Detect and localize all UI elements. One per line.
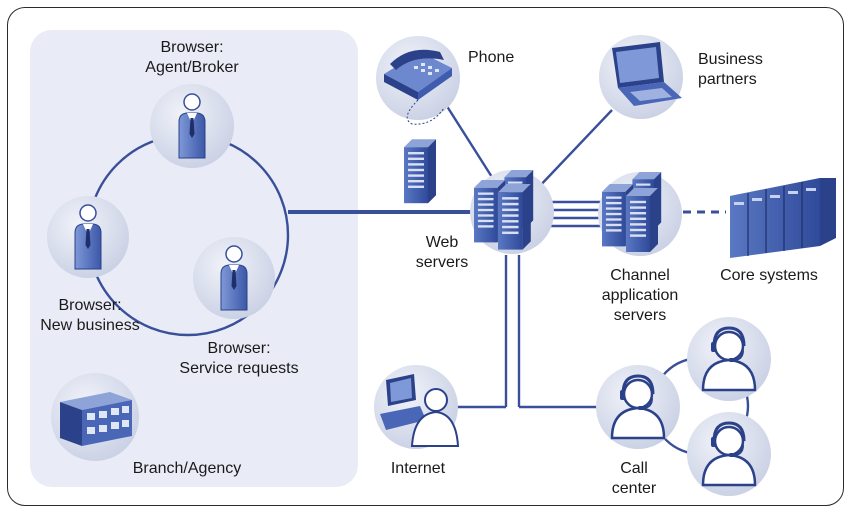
building-icon xyxy=(60,392,132,446)
label-web-servers: Web servers xyxy=(415,234,469,271)
mainframe-icon xyxy=(730,178,836,258)
call-center-node xyxy=(596,365,680,449)
label-phone: Phone xyxy=(468,49,515,66)
server-icon xyxy=(404,139,436,204)
phone-icon xyxy=(384,49,452,125)
phone-node xyxy=(376,36,460,125)
web-servers-node xyxy=(404,139,554,254)
link-phone-web xyxy=(441,99,499,186)
label-internet: Internet xyxy=(390,460,446,477)
channel-servers-node xyxy=(598,172,682,256)
computer-user-icon xyxy=(380,374,460,447)
new-business-node xyxy=(47,196,129,278)
call-agent-top xyxy=(687,317,771,401)
branch-node xyxy=(51,373,139,461)
core-systems-node xyxy=(730,178,836,258)
service-requests-node xyxy=(193,237,275,319)
office-panel xyxy=(30,30,358,487)
server-icon xyxy=(602,172,662,252)
agent-broker-node xyxy=(150,84,234,168)
label-core-systems: Core systems xyxy=(720,267,818,284)
label-service-requests: Browser: Service requests xyxy=(179,340,299,377)
label-channel-servers: Channel application servers xyxy=(601,267,679,324)
laptop-icon xyxy=(612,42,682,106)
label-branch-agency: Branch/Agency xyxy=(132,460,242,477)
label-agent-broker: Browser: Agent/Broker xyxy=(145,39,239,76)
label-business-partners: Business partners xyxy=(698,51,763,88)
label-new-business: Browser: New business xyxy=(40,297,140,334)
label-call-center: Call center xyxy=(611,460,657,497)
link-partners-web xyxy=(535,109,613,191)
internet-node xyxy=(374,365,460,449)
business-partners-node xyxy=(599,35,683,119)
call-agent-bottom xyxy=(687,412,771,496)
